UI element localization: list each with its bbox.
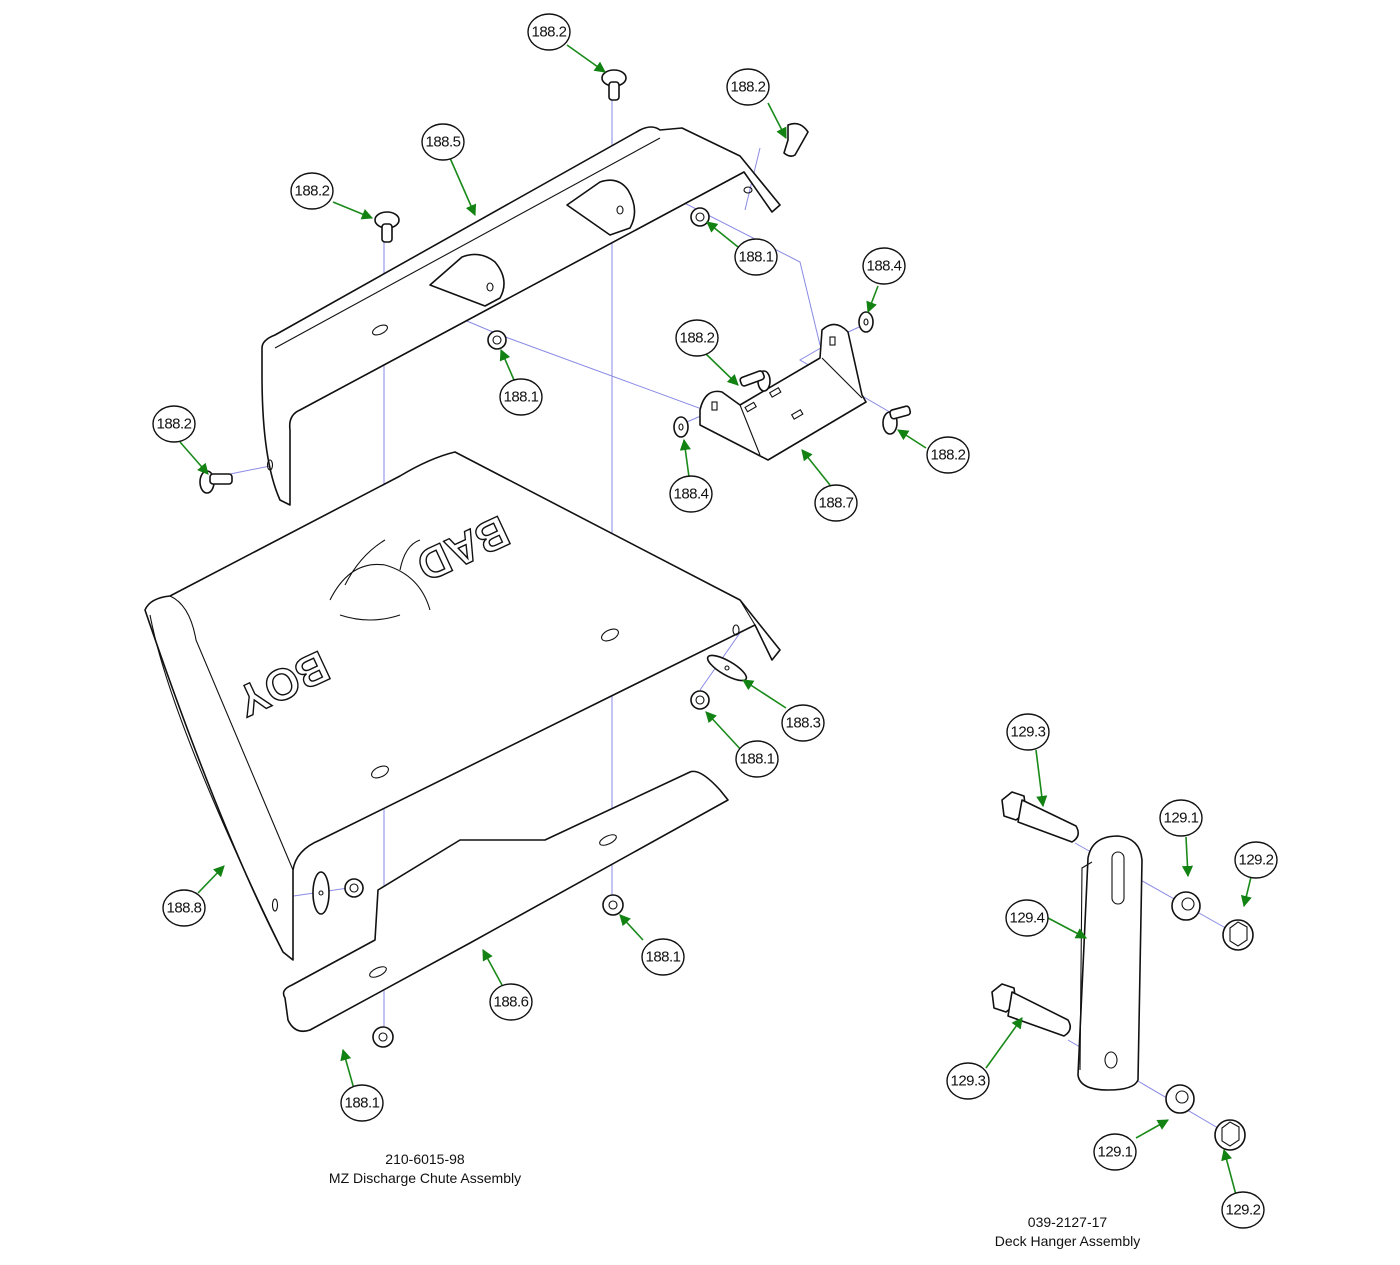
carriage-bolt	[199, 470, 233, 494]
flange-nut	[1171, 891, 1201, 921]
chute-assembly-part-number: 210-6015-98	[385, 1151, 465, 1167]
svg-text:188.1: 188.1	[344, 1095, 379, 1112]
svg-text:129.2: 129.2	[1225, 1202, 1260, 1219]
callout-188-1[interactable]: 188.1	[734, 238, 778, 276]
callout-188-2[interactable]: 188.2	[675, 319, 719, 357]
chute-assembly-caption: 210-6015-98 MZ Discharge Chute Assembly	[290, 1150, 560, 1188]
svg-text:188.4: 188.4	[866, 258, 901, 275]
carriage-bolt	[374, 211, 400, 243]
deck-hanger	[991, 791, 1254, 1151]
svg-text:188.2: 188.2	[930, 447, 965, 464]
carriage-bolt	[783, 122, 809, 157]
top-bracket	[261, 126, 781, 506]
callout-129-1[interactable]: 129.1	[1159, 799, 1203, 837]
carriage-bolt	[601, 69, 627, 101]
washer	[706, 654, 748, 682]
deck-hanger-name: Deck Hanger Assembly	[994, 1233, 1141, 1249]
carriage-bolt	[739, 370, 771, 392]
svg-text:188.7: 188.7	[818, 495, 853, 512]
svg-text:188.2: 188.2	[531, 24, 566, 41]
callout-188-1[interactable]: 188.1	[641, 938, 685, 976]
flange-nut	[602, 894, 624, 916]
deck-hanger-part-number: 039-2127-17	[1027, 1214, 1108, 1230]
flange-nut	[372, 1026, 394, 1048]
washer	[312, 871, 330, 915]
svg-text:129.4: 129.4	[1009, 910, 1044, 927]
svg-text:129.1: 129.1	[1163, 810, 1198, 827]
callout-129-3[interactable]: 129.3	[1006, 713, 1050, 751]
lock-nut	[1222, 919, 1254, 951]
callout-188-8[interactable]: 188.8	[162, 889, 206, 927]
svg-text:188.8: 188.8	[166, 900, 201, 917]
fasteners	[199, 69, 912, 1048]
callout-129-2[interactable]: 129.2	[1234, 841, 1278, 879]
bracket-tab	[429, 253, 505, 307]
callout-188-2[interactable]: 188.2	[926, 436, 970, 474]
svg-text:129.2: 129.2	[1238, 852, 1273, 869]
callout-188-6[interactable]: 188.6	[489, 983, 533, 1021]
svg-text:188.1: 188.1	[503, 389, 538, 406]
flange-nut	[344, 878, 364, 898]
svg-text:188.1: 188.1	[738, 249, 773, 266]
axis-line	[453, 295, 712, 426]
callout-188-5[interactable]: 188.5	[421, 123, 465, 161]
callouts: 188.2 188.2 188.5 188.2 188.1 188.4 188.…	[152, 13, 1278, 1229]
svg-text:188.1: 188.1	[645, 949, 680, 966]
flange-nut	[1165, 1084, 1195, 1114]
callout-129-4[interactable]: 129.4	[1005, 899, 1049, 937]
washer	[858, 311, 874, 333]
leader-lines	[179, 44, 1252, 1196]
svg-text:188.3: 188.3	[785, 715, 820, 732]
deck-hanger-caption: 039-2127-17 Deck Hanger Assembly	[960, 1213, 1175, 1251]
svg-text:188.4: 188.4	[673, 486, 708, 503]
carriage-bolt	[882, 405, 912, 435]
callout-188-4[interactable]: 188.4	[862, 247, 906, 285]
lock-nut	[1214, 1119, 1246, 1151]
callout-129-1[interactable]: 129.1	[1093, 1133, 1137, 1171]
flange-nut	[690, 690, 710, 710]
callout-188-1[interactable]: 188.1	[499, 378, 543, 416]
hex-bolt	[991, 983, 1072, 1037]
callout-129-3[interactable]: 129.3	[946, 1062, 990, 1100]
bull-head-icon	[329, 539, 431, 621]
svg-text:129.3: 129.3	[1010, 724, 1045, 741]
callout-188-2[interactable]: 188.2	[527, 13, 571, 51]
callout-188-2[interactable]: 188.2	[290, 172, 334, 210]
callout-188-2[interactable]: 188.2	[152, 405, 196, 443]
small-bracket	[699, 323, 867, 461]
svg-text:188.5: 188.5	[425, 134, 460, 151]
flange-nut	[487, 330, 507, 350]
callout-129-2[interactable]: 129.2	[1221, 1191, 1265, 1229]
svg-text:188.2: 188.2	[679, 330, 714, 347]
bottom-plate	[282, 770, 729, 1033]
callout-188-2[interactable]: 188.2	[726, 68, 770, 106]
svg-text:188.6: 188.6	[493, 994, 528, 1011]
bracket-tab	[566, 179, 636, 236]
svg-text:188.1: 188.1	[739, 751, 774, 768]
svg-text:188.2: 188.2	[156, 416, 191, 433]
svg-text:129.3: 129.3	[950, 1073, 985, 1090]
axis-line	[224, 464, 276, 476]
discharge-chute-body	[144, 451, 781, 961]
svg-text:188.2: 188.2	[730, 79, 765, 96]
washer	[673, 416, 689, 438]
callout-188-3[interactable]: 188.3	[781, 704, 825, 742]
svg-text:188.2: 188.2	[294, 183, 329, 200]
chute-assembly-name: MZ Discharge Chute Assembly	[328, 1170, 522, 1186]
callout-188-7[interactable]: 188.7	[814, 484, 858, 522]
hanger-link	[1077, 835, 1143, 1091]
flange-nut	[690, 207, 710, 227]
callout-188-4[interactable]: 188.4	[669, 475, 713, 513]
callout-188-1[interactable]: 188.1	[340, 1084, 384, 1122]
svg-text:129.1: 129.1	[1097, 1144, 1132, 1161]
callout-188-1[interactable]: 188.1	[735, 740, 779, 778]
hex-bolt	[1001, 791, 1080, 843]
